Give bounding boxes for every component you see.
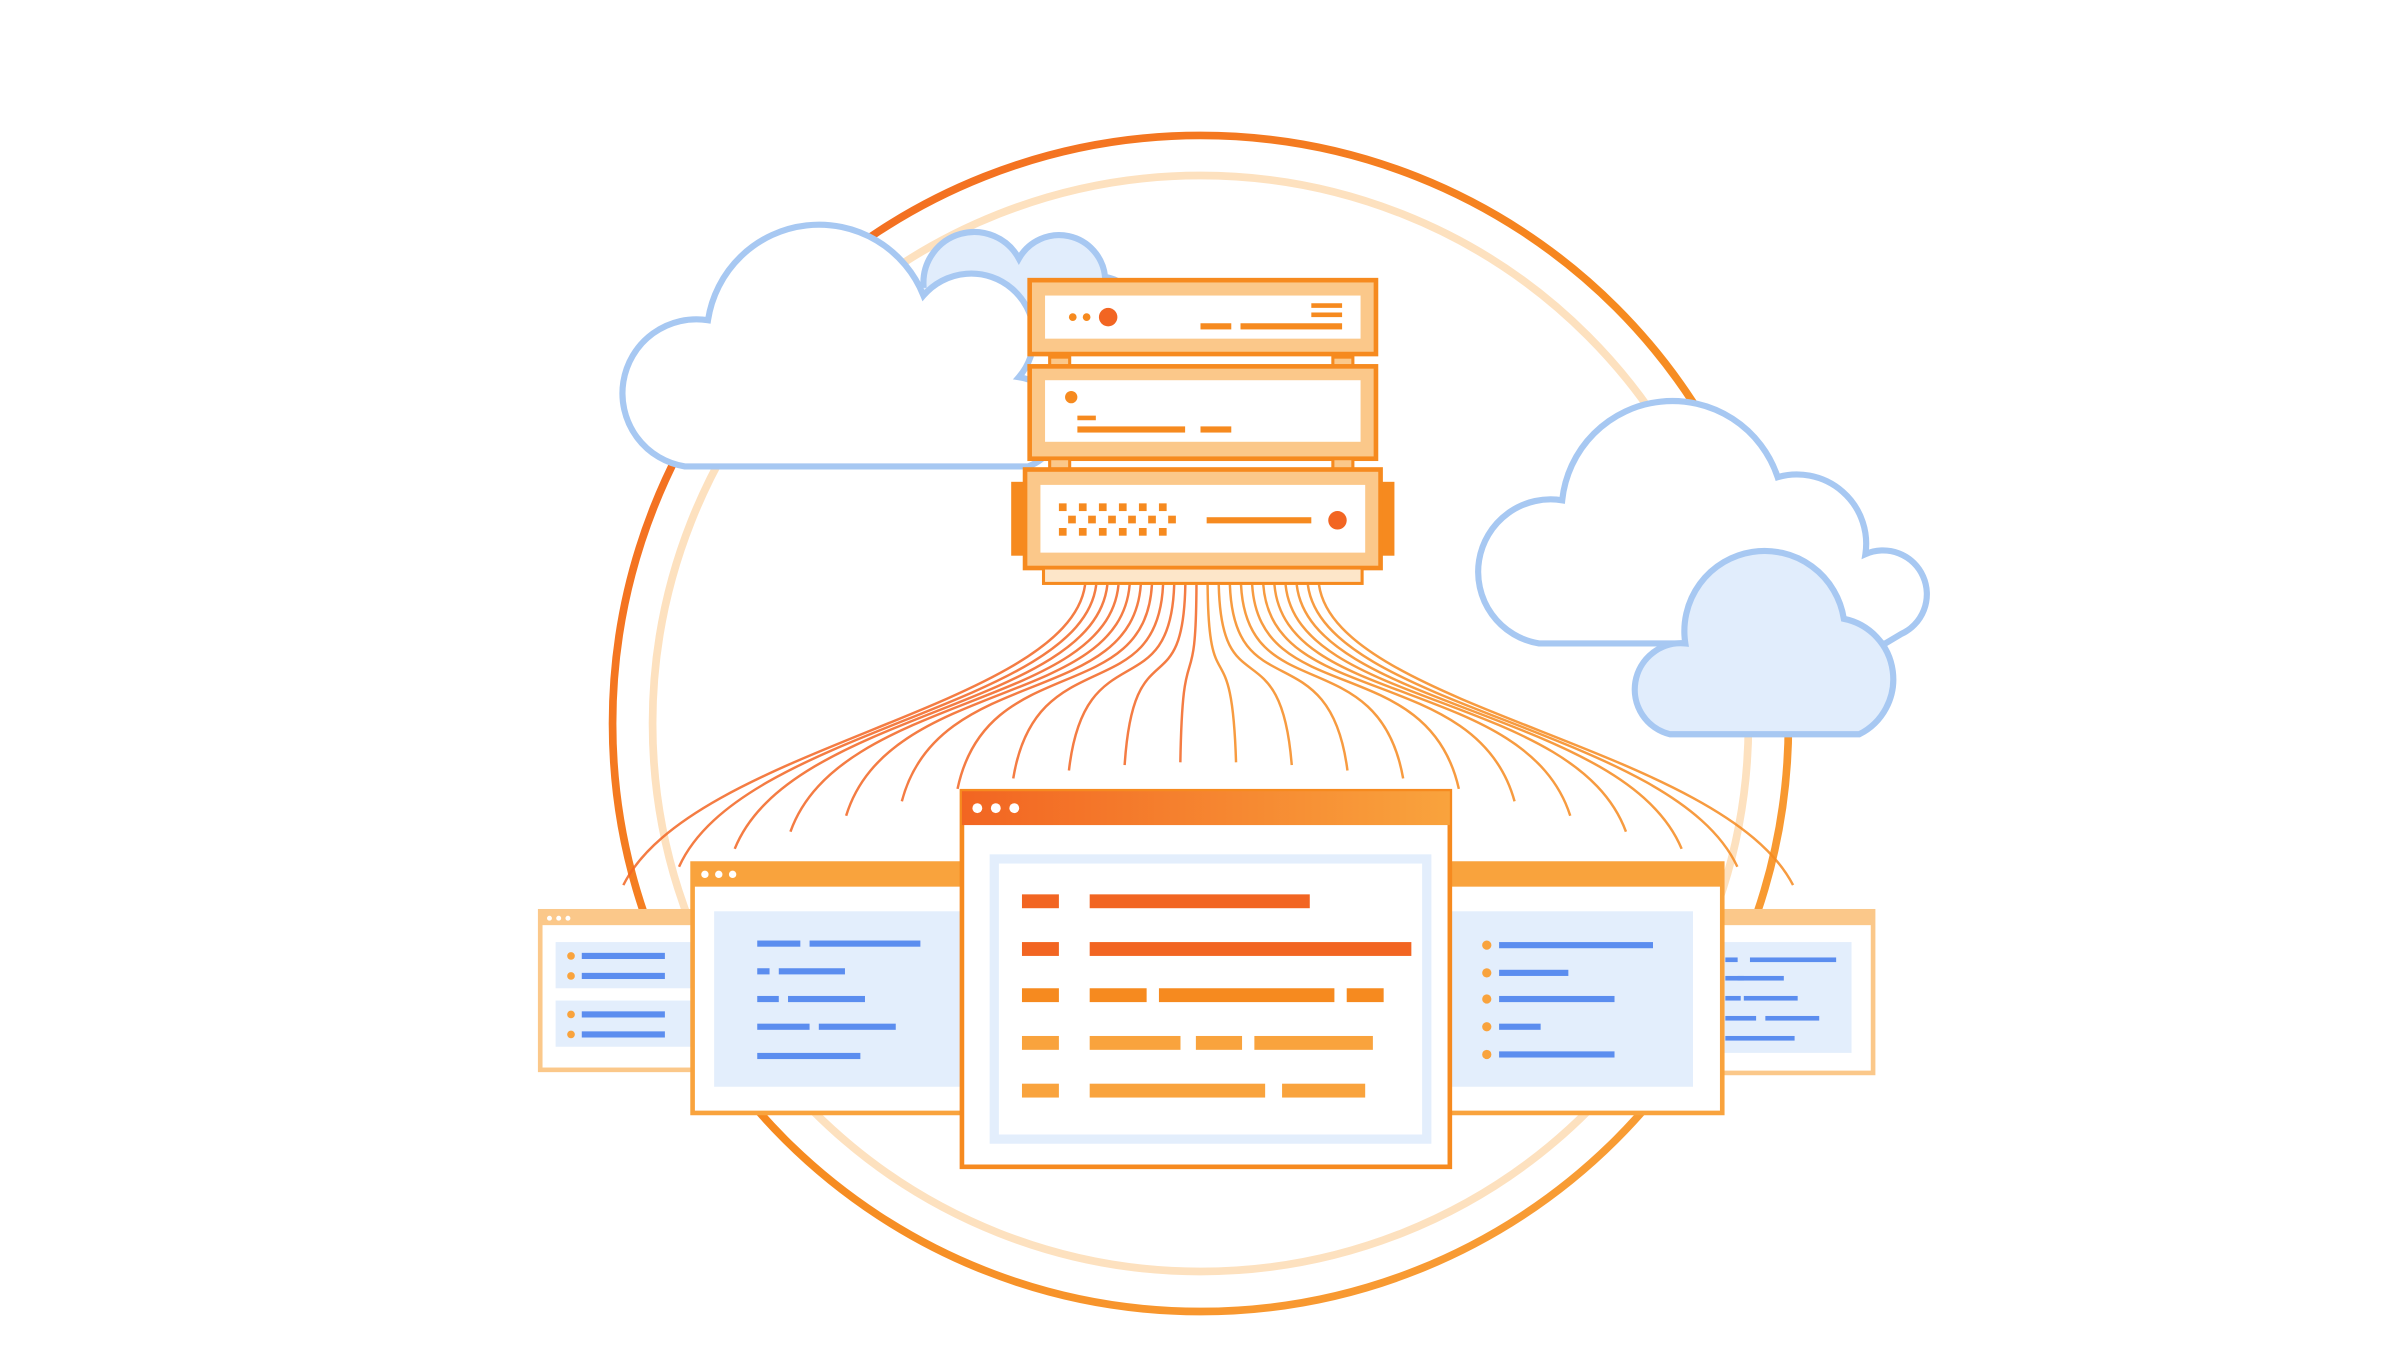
- browser-window-icon: [537, 908, 709, 1073]
- vent-hole: [1158, 527, 1167, 536]
- connection-line: [1306, 584, 1739, 868]
- cloud-icon: [1631, 547, 1897, 738]
- vent-hole: [1078, 503, 1087, 512]
- vent-hole: [1168, 515, 1176, 524]
- vent-hole: [1068, 515, 1076, 524]
- vent-hole: [1078, 527, 1087, 536]
- browser-window-icon: [1706, 908, 1876, 1076]
- connection-line: [789, 584, 1120, 833]
- browser-window-icon: [1441, 861, 1725, 1116]
- vent-hole: [1118, 527, 1127, 536]
- connection-line: [1228, 584, 1349, 771]
- browser-window-icon: [959, 788, 1453, 1170]
- vent-hole: [1058, 503, 1067, 512]
- connection-line: [956, 584, 1154, 790]
- connection-line: [1067, 584, 1176, 771]
- connection-line: [844, 584, 1131, 817]
- connection-line: [1284, 584, 1628, 833]
- vent-hole: [1148, 515, 1156, 524]
- vent-hole: [1158, 503, 1167, 512]
- server-unit-bottom: [1011, 457, 1395, 585]
- connection-line: [1250, 584, 1461, 790]
- connection-line: [733, 584, 1109, 850]
- connection-line: [622, 584, 1087, 886]
- connection-line: [677, 584, 1098, 868]
- vent-hole: [1128, 515, 1136, 524]
- vent-hole: [1088, 515, 1096, 524]
- vent-hole: [1058, 527, 1067, 536]
- connection-line: [1273, 584, 1572, 817]
- connection-line: [1206, 584, 1238, 763]
- connection-line: [1179, 584, 1198, 763]
- connection-line: [900, 584, 1142, 802]
- vent-hole: [1138, 527, 1147, 536]
- vent-hole: [1098, 503, 1107, 512]
- vent-hole: [1098, 527, 1107, 536]
- vent-holes: [1058, 503, 1176, 536]
- server-rack-icon: [1011, 277, 1395, 585]
- connection-lines: [622, 584, 1795, 886]
- connection-line: [1123, 584, 1187, 766]
- connection-line: [1239, 584, 1405, 779]
- connection-line: [1262, 584, 1516, 802]
- server-unit-top: [1027, 277, 1379, 357]
- connection-line: [1217, 584, 1293, 766]
- connection-line: [1012, 584, 1165, 779]
- vent-hole: [1138, 503, 1147, 512]
- server-unit-middle: [1027, 355, 1379, 462]
- browser-window-icon: [690, 861, 972, 1116]
- connection-line: [1317, 584, 1795, 886]
- vent-hole: [1118, 503, 1127, 512]
- connection-line: [1295, 584, 1683, 850]
- vent-hole: [1108, 515, 1116, 524]
